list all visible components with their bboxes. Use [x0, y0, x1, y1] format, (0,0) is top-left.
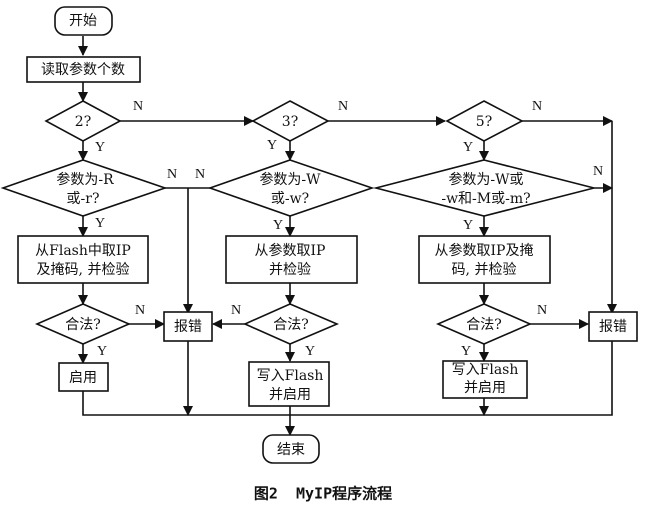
- node-check2: 2?: [44, 100, 122, 142]
- edge-labels: N Y N Y N Y N N N Y Y Y N N N Y Y Y: [95, 99, 603, 359]
- node-valid1-label: 合法?: [65, 317, 101, 333]
- node-error2-label: 报错: [599, 319, 627, 335]
- label-valid3-no: N: [537, 303, 547, 318]
- node-param-get-ip: 从参数取IP 并检验: [225, 235, 358, 284]
- node-write-enable1: 写入Flash 并启用: [248, 361, 330, 407]
- node-param-r-line1: 参数为-R: [56, 171, 114, 188]
- node-param-wm-line1: 参数为-W或: [448, 171, 523, 188]
- node-write-enable2-line2: 并启用: [464, 380, 506, 396]
- label-paramwm-yes: Y: [463, 218, 473, 233]
- node-param-w: 参数为-W 或-w?: [207, 159, 375, 217]
- node-enable: 启用: [58, 362, 109, 392]
- node-write-enable1-line2: 并启用: [269, 387, 311, 403]
- label-paramr-yes: Y: [95, 216, 105, 231]
- label-paramwm-no: N: [593, 164, 603, 179]
- label-paramw-yes: Y: [273, 218, 283, 233]
- node-error2: 报错: [588, 311, 638, 342]
- node-param-get-ip-mask-line1: 从参数取IP及掩: [435, 242, 534, 259]
- node-valid2: 合法?: [243, 303, 340, 345]
- node-param-w-line1: 参数为-W: [259, 171, 321, 188]
- node-check3: 3?: [251, 100, 330, 142]
- label-check3-yes: Y: [267, 138, 277, 153]
- label-paramw-no: N: [195, 167, 205, 182]
- label-check2-no: N: [133, 99, 143, 114]
- node-param-get-ip-line2: 并检验: [269, 262, 311, 278]
- label-valid1-yes: Y: [97, 344, 107, 359]
- node-error1: 报错: [163, 311, 213, 342]
- figure-caption: 图2 MyIP程序流程: [254, 485, 392, 503]
- node-write-enable1-line1: 写入Flash: [257, 368, 324, 384]
- label-valid3-yes: Y: [461, 344, 471, 359]
- node-read-args: 读取参数个数: [26, 56, 141, 83]
- node-end: 结束: [262, 434, 320, 464]
- node-enable-label: 启用: [69, 370, 97, 386]
- label-valid1-no: N: [135, 303, 145, 318]
- node-write-enable2-line1: 写入Flash: [452, 362, 519, 378]
- node-write-enable2: 写入Flash 并启用: [442, 360, 528, 399]
- node-valid3: 合法?: [435, 303, 533, 345]
- node-check2-label: 2?: [75, 114, 91, 130]
- node-param-wm: 参数为-W或 -w和-M或-m?: [372, 159, 595, 217]
- node-param-r-line2: 或-r?: [67, 191, 100, 207]
- node-read-args-label: 读取参数个数: [41, 61, 125, 78]
- node-check3-label: 3?: [282, 114, 298, 130]
- node-param-w-line2: 或-w?: [271, 191, 309, 207]
- label-paramr-no: N: [167, 167, 177, 182]
- node-param-wm-line2: -w和-M或-m?: [441, 191, 530, 207]
- node-start-label: 开始: [69, 13, 97, 29]
- label-valid2-yes: Y: [305, 344, 315, 359]
- node-check5-label: 5?: [476, 114, 492, 130]
- label-check5-yes: Y: [463, 140, 473, 155]
- node-flash-get-line1: 从Flash中取IP: [35, 243, 131, 259]
- label-check3-no: N: [338, 99, 348, 114]
- label-check2-yes: Y: [95, 140, 105, 155]
- edge-bottom-bus: [82, 341, 613, 416]
- label-valid2-no: N: [231, 303, 241, 318]
- node-flash-get: 从Flash中取IP 及掩码, 并检验: [17, 235, 149, 284]
- node-param-r: 参数为-R 或-r?: [0, 159, 168, 217]
- node-flash-get-line2: 及掩码, 并检验: [37, 262, 130, 278]
- node-error1-label: 报错: [174, 319, 202, 335]
- node-valid1: 合法?: [34, 303, 132, 345]
- node-valid3-label: 合法?: [466, 317, 502, 333]
- node-param-get-ip-mask: 从参数取IP及掩 码, 并检验: [418, 235, 551, 284]
- node-param-get-ip-mask-line2: 码, 并检验: [452, 262, 517, 278]
- connectors: [78, 36, 617, 436]
- node-end-label: 结束: [277, 442, 305, 458]
- node-param-get-ip-line1: 从参数取IP: [255, 242, 326, 259]
- node-valid2-label: 合法?: [273, 317, 309, 333]
- node-start: 开始: [54, 6, 113, 36]
- label-check5-no: N: [532, 99, 542, 114]
- node-check5: 5?: [445, 100, 524, 142]
